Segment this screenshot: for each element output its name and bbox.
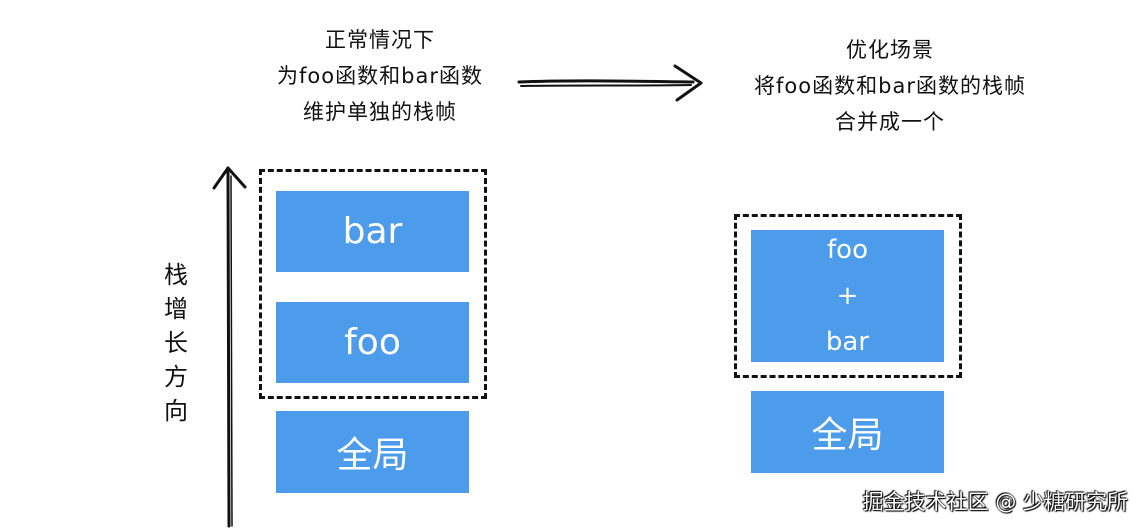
caption-normal-case: 正常情况下 为foo函数和bar函数 维护单独的栈帧 (240, 22, 520, 130)
frame-label: foo (344, 322, 401, 363)
frame-label: 全局 (811, 415, 884, 456)
stack-growth-char: 栈 (164, 261, 188, 289)
stack-growth-arrow-icon (212, 166, 247, 528)
separate-frames-boundary (259, 169, 487, 399)
stack-growth-char: 向 (164, 397, 188, 425)
caption-line: 将foo函数和bar函数的栈帧 (754, 74, 1026, 98)
bar-stack-frame: bar (276, 191, 469, 272)
transition-arrow-icon (517, 64, 703, 102)
merged-foo-bar-frame: foo + bar (751, 230, 944, 362)
caption-line: 优化场景 (846, 38, 934, 62)
caption-optimized-case: 优化场景 将foo函数和bar函数的栈帧 合并成一个 (715, 32, 1065, 140)
stack-growth-label: 栈 增 长 方 向 (160, 258, 192, 428)
caption-line: 正常情况下 (325, 28, 435, 52)
frame-label: bar (825, 327, 870, 357)
merged-frame-boundary (734, 214, 962, 378)
watermark: 掘金技术社区 @ 少糖研究所 (862, 490, 1128, 514)
frame-label: foo (827, 235, 868, 265)
frame-label: + (836, 281, 859, 311)
foo-stack-frame: foo (276, 302, 469, 383)
stack-growth-char: 方 (164, 363, 188, 391)
frame-label: bar (342, 211, 403, 252)
global-stack-frame: 全局 (276, 411, 469, 493)
frame-label: 全局 (336, 435, 409, 476)
caption-line: 为foo函数和bar函数 (277, 64, 483, 88)
caption-line: 合并成一个 (835, 110, 945, 134)
caption-line: 维护单独的栈帧 (303, 100, 457, 124)
stack-growth-char: 增 (164, 295, 188, 323)
global-stack-frame: 全局 (751, 391, 944, 473)
stack-growth-char: 长 (164, 329, 188, 357)
